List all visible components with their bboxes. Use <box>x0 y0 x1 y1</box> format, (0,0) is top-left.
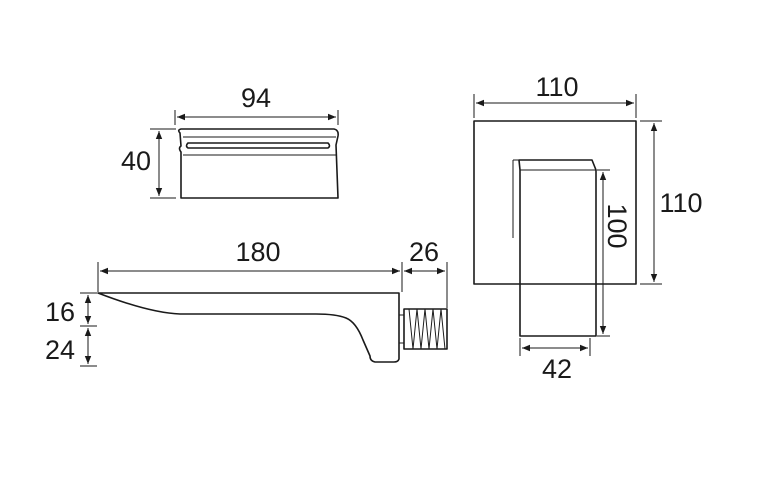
dimension-label-110-height: 110 <box>659 188 702 218</box>
side-view-spout <box>97 292 448 363</box>
dimension-94: 94 <box>174 83 339 125</box>
dimension-16-24: 16 24 <box>45 292 97 367</box>
front-plate <box>473 120 637 337</box>
top-view-spout <box>177 128 339 199</box>
dimension-40: 40 <box>121 128 176 199</box>
dimension-label-16: 16 <box>45 297 75 327</box>
dimension-label-100: 100 <box>602 203 632 248</box>
dimension-180: 180 <box>97 237 403 292</box>
dimension-label-26: 26 <box>409 237 439 267</box>
dimension-label-110-width: 110 <box>535 72 578 102</box>
dimension-label-94: 94 <box>241 83 271 113</box>
dimension-label-24: 24 <box>45 335 75 365</box>
dimension-100: 100 <box>597 169 632 337</box>
dimension-label-42: 42 <box>542 354 572 384</box>
dimension-110-height: 110 <box>640 120 703 285</box>
dimension-label-180: 180 <box>235 237 280 267</box>
dimension-label-40: 40 <box>121 146 151 176</box>
dimension-42: 42 <box>519 338 591 384</box>
dimension-110-width: 110 <box>473 72 637 118</box>
dimension-26: 26 <box>404 237 448 308</box>
